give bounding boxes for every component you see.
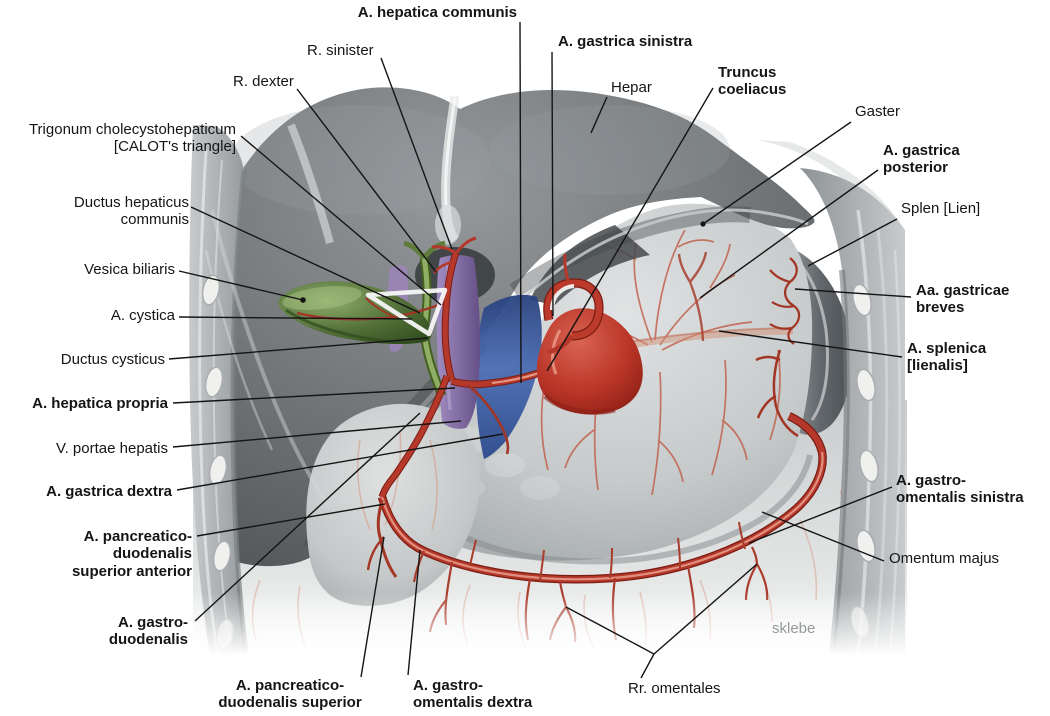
label-a-pancreatico-duodenalis-superior-anterior: A. pancreatico-duodenalis superior anter… (71, 528, 192, 580)
label-a-cystica: A. cystica (110, 307, 175, 324)
label-ductus-cysticus: Ductus cysticus (60, 351, 165, 368)
label-a-gastro-duodenalis: A. gastro-duodenalis (108, 614, 188, 649)
label-a-splenica-lienalis: A. splenica [lienalis] (907, 340, 987, 375)
label-gaster: Gaster (855, 103, 901, 120)
label-a-gastrica-posterior: A. gastrica posterior (883, 142, 960, 177)
label-a-gastrica-dextra: A. gastrica dextra (46, 483, 172, 500)
label-r-sinister: R. sinister (307, 42, 374, 59)
short-gastric-arteries (769, 257, 801, 345)
label-ductus-hepaticus-communis: Ductus hepaticus communis (73, 194, 189, 229)
label-vesica-biliaris: Vesica biliaris (84, 261, 175, 278)
artist-signature: sklebe (772, 620, 816, 637)
posterior-gastric-artery (677, 251, 708, 342)
bottom-fade (185, 592, 910, 667)
gastro-omental-arcade (377, 412, 827, 643)
label-v-portae-hepatis: V. portae hepatis (55, 440, 168, 457)
celiac-arteries (296, 236, 547, 578)
label-a-gastro-omentalis-dextra: A. gastro-omentalis dextra (413, 677, 533, 712)
label-rr-omentales: Rr. omentales (628, 680, 721, 697)
label-trigonum-calot: Trigonum cholecystohepaticum [CALOT's tr… (28, 121, 236, 156)
label-a-hepatica-propria: A. hepatica propria (32, 395, 168, 412)
leader-lines (168, 21, 912, 679)
label-r-dexter: R. dexter (233, 73, 294, 90)
label-a-gastrica-sinistra: A. gastrica sinistra (558, 33, 693, 50)
label-omentum-majus: Omentum majus (889, 550, 1000, 567)
calot-triangle (365, 287, 448, 337)
leader-dots (300, 221, 706, 303)
label-a-hepatica-communis: A. hepatica communis (357, 4, 517, 21)
label-a-gastro-omentalis-sinistra: A. gastro-omentalis sinistra (896, 472, 1024, 507)
label-splen-lien: Splen [Lien] (901, 200, 981, 217)
splenic-hilum-vessels (755, 349, 799, 438)
label-aa-gastricae-breves: Aa. gastricae breves (916, 282, 1010, 317)
label-hepar: Hepar (611, 79, 652, 96)
rib-sections (850, 283, 879, 639)
label-a-pancreatico-duodenalis-superior: A. pancreatico-duodenalis superior (218, 677, 362, 712)
right-body-wall (756, 140, 905, 656)
label-truncus-coeliacus: Truncus coeliacus (718, 64, 787, 99)
